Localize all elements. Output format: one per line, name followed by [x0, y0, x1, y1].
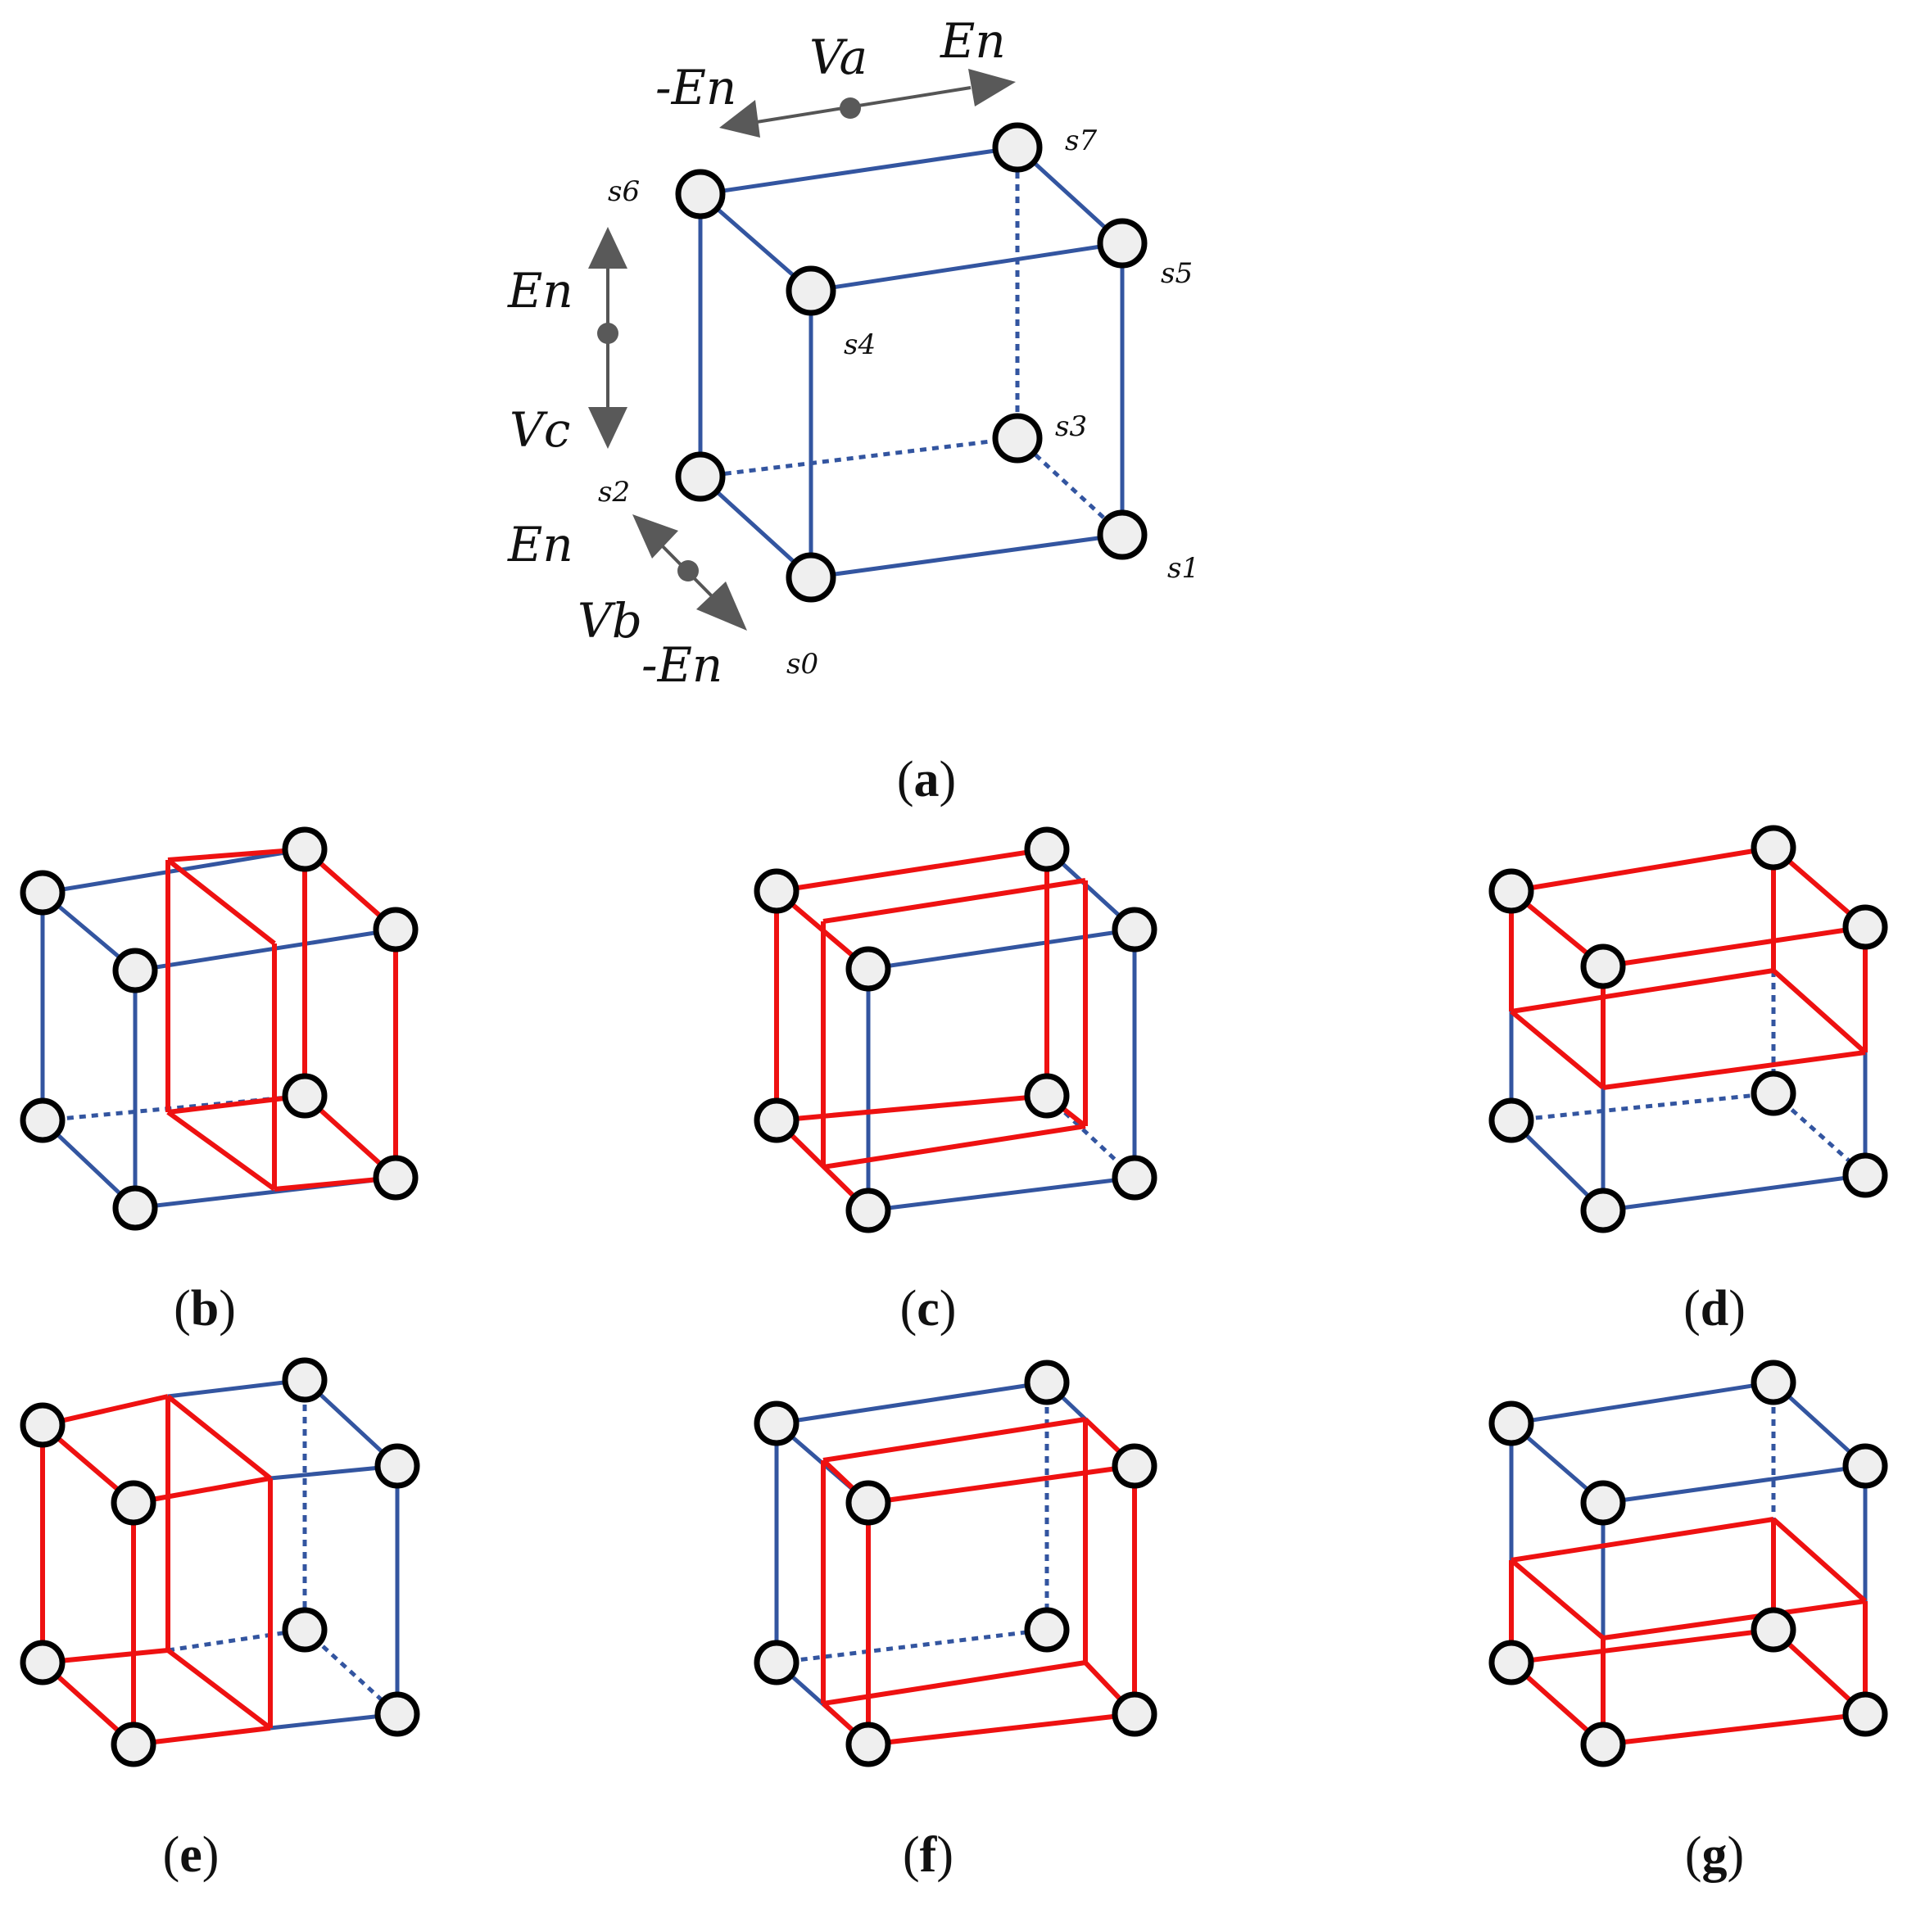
- arrow-left-icon: [719, 100, 760, 138]
- vc-plus-label: En: [507, 263, 573, 319]
- node: [754, 1640, 799, 1685]
- panel-d: (d): [1488, 825, 1888, 1337]
- node: [373, 1155, 419, 1201]
- node: [1024, 1360, 1070, 1405]
- node: [1751, 1607, 1796, 1653]
- caption-b: (b): [174, 1281, 236, 1337]
- caption-e: (e): [163, 1827, 220, 1883]
- state-label-s1: s1: [1167, 552, 1199, 585]
- node: [1112, 1155, 1157, 1201]
- node: [845, 1722, 891, 1767]
- node: [112, 948, 158, 993]
- node: [1751, 1360, 1796, 1405]
- node-s4: [786, 265, 836, 316]
- arrow-up-left-icon: [632, 514, 678, 559]
- state-label-s6: s6: [608, 175, 640, 208]
- panel-e: (e): [20, 1357, 420, 1883]
- vb-plus-label: En: [507, 517, 573, 572]
- node-s5: [1097, 218, 1148, 269]
- node: [754, 1097, 799, 1143]
- node: [1842, 1152, 1888, 1198]
- node: [1580, 1722, 1626, 1767]
- node: [1580, 1188, 1626, 1233]
- node: [282, 1607, 328, 1653]
- node-s7: [992, 122, 1043, 173]
- cube-edges: [698, 145, 1125, 580]
- state-label-s5: s5: [1161, 257, 1193, 290]
- node: [373, 907, 419, 952]
- node: [111, 1480, 156, 1526]
- va-axis-arrow: -En Va En: [655, 13, 1016, 138]
- node: [20, 1640, 66, 1685]
- state-labels: s0 s1 s2 s3 s4 s5 s6 s7: [598, 124, 1199, 681]
- node: [1024, 1607, 1070, 1653]
- caption-g: (g): [1685, 1827, 1744, 1883]
- node: [1751, 825, 1796, 871]
- node: [1488, 1400, 1534, 1446]
- caption-a: (a): [897, 752, 956, 808]
- node: [1488, 1640, 1534, 1685]
- node: [20, 1097, 66, 1143]
- node: [20, 870, 66, 916]
- node: [1488, 1097, 1534, 1143]
- node: [20, 1402, 66, 1448]
- state-label-s4: s4: [844, 328, 876, 361]
- node: [112, 1185, 158, 1231]
- vc-name-label: Vc: [510, 402, 570, 458]
- node: [1751, 1070, 1796, 1116]
- panel-g: (g): [1488, 1360, 1888, 1883]
- node: [111, 1722, 156, 1767]
- vc-axis-arrow: En Vc: [507, 227, 627, 458]
- vb-axis-arrow: En Vb -En: [507, 514, 747, 693]
- node: [282, 826, 328, 872]
- arrow-down-right-icon: [696, 581, 747, 631]
- node: [1842, 1691, 1888, 1737]
- caption-d: (d): [1683, 1281, 1746, 1337]
- vb-name-label: Vb: [578, 593, 642, 649]
- node: [374, 1691, 420, 1737]
- node: [282, 1073, 328, 1119]
- panel-c: (c): [754, 826, 1157, 1337]
- node: [1024, 826, 1070, 872]
- node: [1112, 1691, 1157, 1737]
- vb-minus-label: -En: [641, 637, 722, 693]
- arrow-down-icon: [588, 407, 627, 449]
- state-label-s7: s7: [1065, 124, 1097, 157]
- caption-f: (f): [903, 1827, 953, 1883]
- node: [1842, 1443, 1888, 1489]
- node: [1112, 1443, 1157, 1489]
- node: [845, 1480, 891, 1526]
- node: [282, 1357, 328, 1403]
- state-label-s3: s3: [1055, 410, 1087, 443]
- node: [754, 1400, 799, 1446]
- arrow-up-icon: [588, 227, 627, 269]
- node: [374, 1443, 420, 1489]
- node: [1112, 907, 1157, 952]
- state-label-s0: s0: [786, 648, 818, 681]
- va-name-label: Va: [809, 29, 867, 85]
- state-nodes: [675, 122, 1148, 603]
- node-s2: [675, 451, 726, 502]
- node: [845, 1188, 891, 1233]
- state-label-s2: s2: [598, 476, 630, 509]
- node-s0: [786, 552, 836, 603]
- node: [754, 868, 799, 914]
- node-s1: [1097, 509, 1148, 560]
- node: [1842, 904, 1888, 950]
- arrow-right-icon: [968, 69, 1016, 106]
- node: [1024, 1073, 1070, 1119]
- node-s6: [675, 169, 726, 219]
- panel-f: (f): [754, 1360, 1157, 1883]
- caption-c: (c): [900, 1281, 957, 1337]
- panel-a: s0 s1 s2 s3 s4 s5 s6 s7 -En Va En En Vc: [507, 13, 1199, 808]
- va-minus-label: -En: [655, 60, 736, 115]
- node: [1580, 1480, 1626, 1526]
- node: [1580, 943, 1626, 989]
- panel-b: (b): [20, 826, 419, 1337]
- node-s3: [992, 413, 1043, 464]
- va-plus-label: En: [940, 13, 1006, 69]
- node: [1488, 868, 1534, 914]
- node: [845, 946, 891, 992]
